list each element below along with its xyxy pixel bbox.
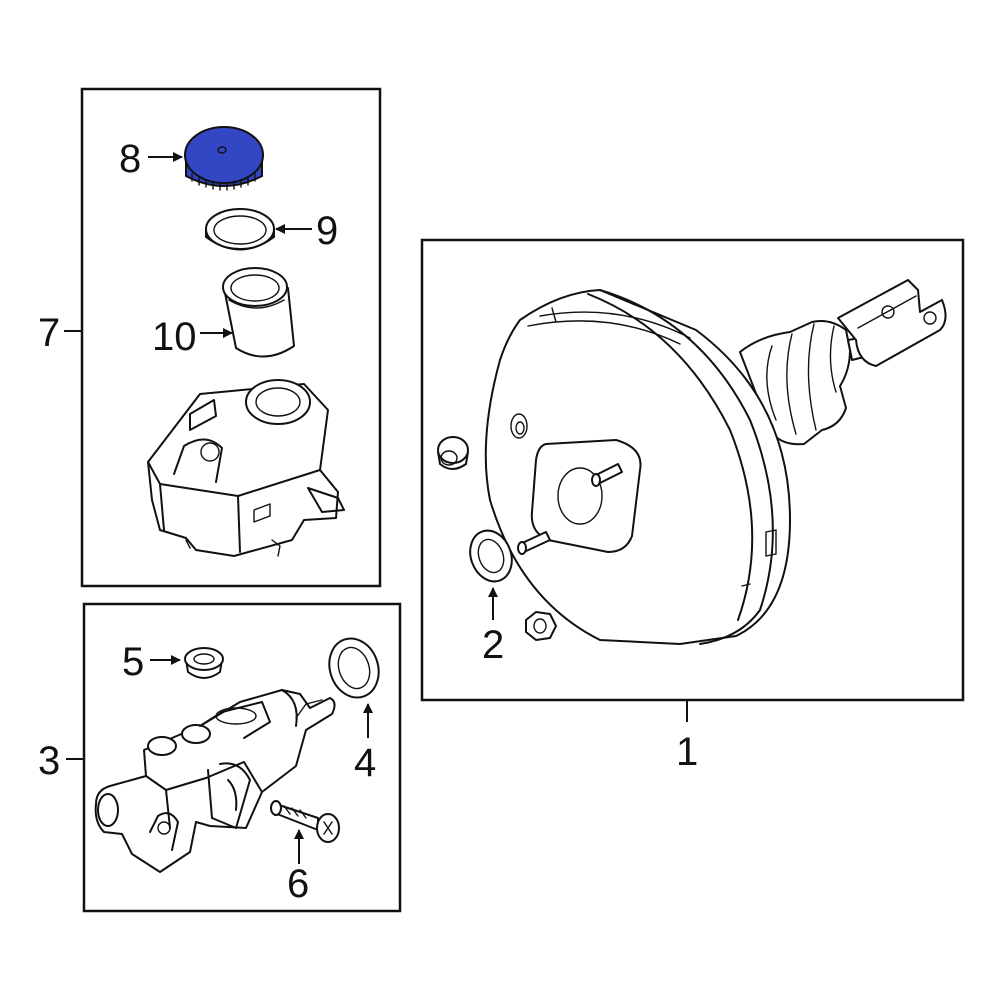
booster-group-box: [420, 238, 965, 702]
reservoir-filter[interactable]: [222, 267, 295, 358]
reservoir-group-box: [80, 87, 382, 588]
booster-nut[interactable]: [525, 611, 557, 641]
master-cylinder-group-box: [82, 602, 402, 913]
master-cylinder-o-ring[interactable]: [322, 632, 386, 704]
booster-gasket[interactable]: [463, 525, 518, 588]
reservoir-grommet[interactable]: [184, 647, 224, 679]
callout-4[interactable]: 4: [354, 741, 376, 785]
fluid-reservoir[interactable]: [147, 379, 345, 557]
callout-8[interactable]: 8: [119, 137, 141, 181]
booster-group: 1: [420, 238, 965, 774]
cap-seal[interactable]: [205, 208, 275, 251]
callout-2[interactable]: 2: [482, 623, 504, 667]
reservoir-group: 7 8 9: [38, 87, 382, 588]
booster-grommet[interactable]: [437, 436, 469, 470]
reservoir-cap[interactable]: [184, 126, 264, 191]
brake-master-cylinder[interactable]: [94, 689, 336, 873]
master-cylinder-bolt[interactable]: [270, 800, 340, 843]
callout-1[interactable]: 1: [676, 730, 698, 774]
callout-10[interactable]: 10: [152, 315, 197, 359]
callout-9[interactable]: 9: [316, 209, 338, 253]
callout-3[interactable]: 3: [38, 739, 60, 783]
callout-6[interactable]: 6: [287, 862, 309, 906]
brake-booster[interactable]: [484, 289, 791, 645]
callout-7[interactable]: 7: [38, 311, 60, 355]
master-cylinder-group: 3 5 4: [38, 602, 402, 913]
callout-5[interactable]: 5: [122, 640, 144, 684]
